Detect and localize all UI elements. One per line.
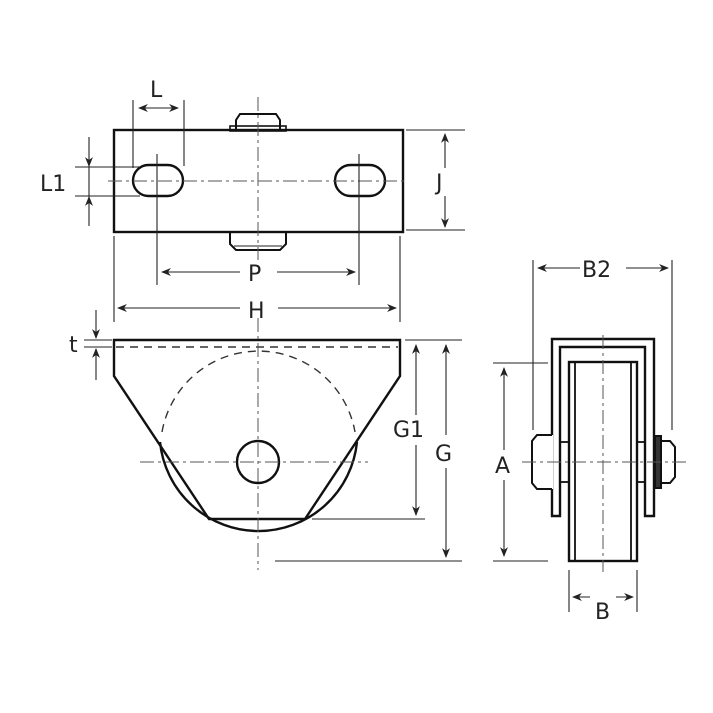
dim-label-H: H — [248, 299, 265, 324]
dim-label-G1: G1 — [393, 418, 424, 443]
dim-label-B: B — [595, 600, 610, 625]
dim-label-G: G — [435, 442, 452, 467]
dim-label-J: J — [434, 171, 443, 196]
dim-label-t: t — [69, 333, 78, 358]
dim-label-L: L — [150, 78, 163, 103]
top-view: L L1 J P H — [40, 78, 465, 324]
dim-label-B2: B2 — [582, 258, 611, 283]
side-view: B2 A B — [493, 258, 688, 625]
dim-label-P: P — [248, 262, 261, 287]
bracket-outline — [112, 338, 402, 521]
dim-label-A: A — [495, 454, 510, 479]
dim-label-L1: L1 — [40, 172, 66, 197]
front-view: t G1 G — [69, 310, 462, 570]
